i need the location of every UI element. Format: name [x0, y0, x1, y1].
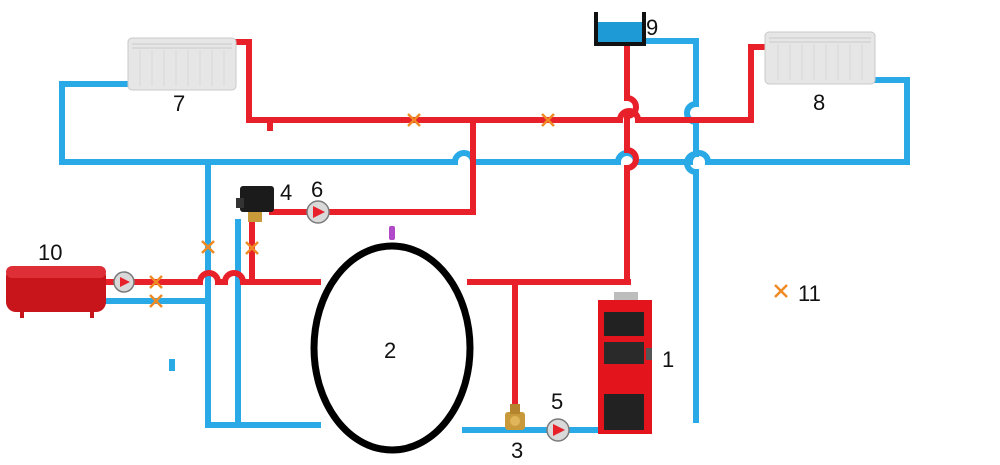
pump-boiler	[546, 418, 570, 442]
return-pipes	[59, 38, 910, 433]
pump-heating	[306, 200, 330, 224]
label-radiator-left: 7	[173, 91, 185, 116]
valve-icon	[149, 275, 163, 289]
buffer-tank	[310, 242, 474, 454]
valve-icon	[407, 113, 421, 127]
label-water-heater: 10	[38, 240, 62, 265]
radiator-left	[127, 37, 237, 91]
supply-pipes	[103, 39, 768, 413]
radiator-right	[764, 31, 876, 85]
zone-valve	[236, 186, 274, 222]
label-mixing-valve: 3	[511, 438, 523, 463]
label-pump-heating: 6	[311, 177, 323, 202]
label-expansion-tank: 9	[646, 15, 658, 40]
valve-icons	[149, 113, 788, 308]
water-heater	[6, 266, 106, 318]
label-buffer-tank: 2	[384, 338, 396, 363]
boiler	[598, 292, 652, 434]
legend-valve-icon	[774, 284, 788, 298]
valve-icon	[245, 241, 259, 255]
expansion-tank	[594, 12, 646, 46]
pump-water-heater	[113, 271, 135, 293]
valve-icon	[541, 113, 555, 127]
mixing-valve	[505, 404, 525, 430]
valve-icon	[201, 240, 215, 254]
tank-vent	[389, 226, 395, 240]
label-radiator-right: 8	[813, 90, 825, 115]
label-legend-valve: 11	[798, 281, 821, 306]
label-boiler: 1	[662, 347, 674, 372]
valve-icon	[149, 294, 163, 308]
component-labels: 1 2 3 4 5 6 7 8 9 10 11	[38, 15, 825, 463]
label-zone-valve: 4	[280, 180, 292, 205]
label-pump-boiler: 5	[551, 389, 563, 414]
